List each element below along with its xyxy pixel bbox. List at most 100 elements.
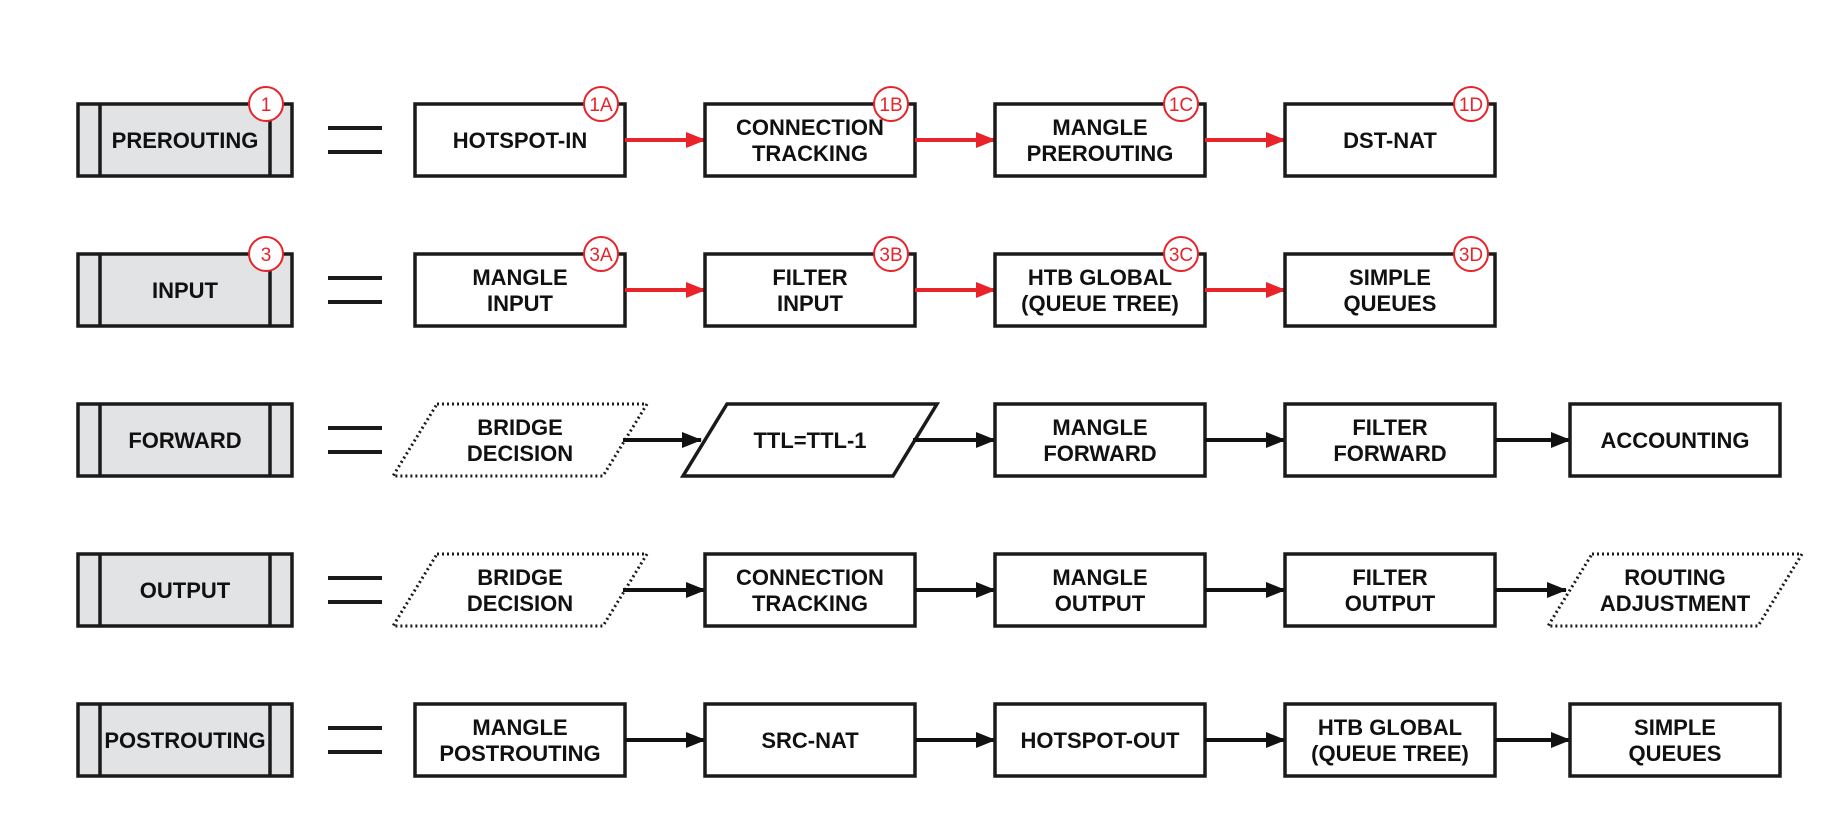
step-label-line-2: DECISION [467,441,573,466]
step-frame [703,552,917,628]
chain-badge-circle [248,86,284,122]
step-badge-text: 1D [1459,95,1483,116]
chain-label: INPUT [152,278,219,303]
chain-badge-circle [248,236,284,272]
step-label-line-1: SRC-NAT [761,728,859,753]
step-frame [1283,552,1497,628]
chain-label: FORWARD [128,428,241,453]
step-frame [1283,702,1497,778]
chain-block-forward[interactable]: FORWARD [76,402,294,478]
step-box-5-2[interactable]: SRC-NAT [703,702,917,778]
chain-badge: 3 [248,236,284,272]
step-badge-circle [873,86,909,122]
step-box-3-2[interactable]: TTL=TTL-1 [679,402,941,478]
step-frame [993,402,1207,478]
step-frame [390,402,650,478]
step-badge-text: 3A [589,245,613,266]
step-label-line-2: OUTPUT [1055,591,1146,616]
step-badge-text: 3D [1459,245,1483,266]
step-label-line-2: QUEUES [1629,741,1722,766]
equals-sign [328,126,382,154]
step-box-5-4[interactable]: HTB GLOBAL(QUEUE TREE) [1283,702,1497,778]
step-box-3-5[interactable]: ACCOUNTING [1568,402,1782,478]
chain-badge-text: 3 [261,245,272,266]
step-badge-text: 3C [1169,245,1193,266]
row-forward: FORWARDBRIDGEDECISIONTTL=TTL-1MANGLEFORW… [76,402,1782,478]
step-badge: 3C [1163,236,1199,272]
step-badge: 1C [1163,86,1199,122]
step-badge-circle [873,236,909,272]
row-prerouting: PREROUTING1HOTSPOT-IN1ACONNECTIONTRACKIN… [76,86,1497,178]
step-badge-circle [1453,236,1489,272]
chain-block-input[interactable]: INPUT 3 [76,236,294,328]
step-label-line-2: INPUT [777,291,844,316]
step-frame [703,702,917,778]
step-label-line-1: BRIDGE [477,415,563,440]
step-frame [1568,702,1782,778]
step-label-line-2: FORWARD [1333,441,1446,466]
step-frame [679,402,941,478]
step-badge-text: 1B [879,95,902,116]
chain-badge-text: 1 [261,95,272,116]
step-label-line-1: ACCOUNTING [1600,428,1749,453]
step-label-line-1: CONNECTION [736,115,884,140]
step-label-line-1: MANGLE [472,265,567,290]
chain-block-output[interactable]: OUTPUT [76,552,294,628]
step-label-line-1: SIMPLE [1634,715,1716,740]
chain-block-frame [76,702,294,778]
step-label-line-1: MANGLE [472,715,567,740]
step-badge-circle [1453,86,1489,122]
equals-sign [328,576,382,604]
chain-block-postrouting[interactable]: POSTROUTING [76,702,294,778]
step-frame [390,552,650,628]
step-label-line-1: ROUTING [1624,565,1725,590]
equals-sign [328,426,382,454]
step-label-line-2: FORWARD [1043,441,1156,466]
step-label-line-2: ADJUSTMENT [1600,591,1751,616]
step-badge-circle [1163,86,1199,122]
step-badge-text: 1C [1169,95,1193,116]
step-box-2-3[interactable]: HTB GLOBAL(QUEUE TREE)3C [993,236,1207,328]
step-badge: 1B [873,86,909,122]
step-label-line-2: (QUEUE TREE) [1021,291,1179,316]
step-label-line-1: MANGLE [1052,115,1147,140]
step-badge-circle [583,86,619,122]
step-label-line-1: CONNECTION [736,565,884,590]
step-label-line-1: MANGLE [1052,415,1147,440]
chain-badge: 1 [248,86,284,122]
chain-block-frame [76,552,294,628]
step-label-line-1: HOTSPOT-OUT [1021,728,1180,753]
step-label-line-2: PREROUTING [1027,141,1174,166]
equals-sign [328,726,382,754]
step-label-line-1: MANGLE [1052,565,1147,590]
step-label-line-2: QUEUES [1344,291,1437,316]
step-label-line-2: (QUEUE TREE) [1311,741,1469,766]
step-label-line-2: TRACKING [752,591,868,616]
step-box-5-3[interactable]: HOTSPOT-OUT [993,702,1207,778]
step-label-line-2: TRACKING [752,141,868,166]
step-label-line-2: INPUT [487,291,554,316]
step-frame [1283,402,1497,478]
step-frame [1568,402,1782,478]
